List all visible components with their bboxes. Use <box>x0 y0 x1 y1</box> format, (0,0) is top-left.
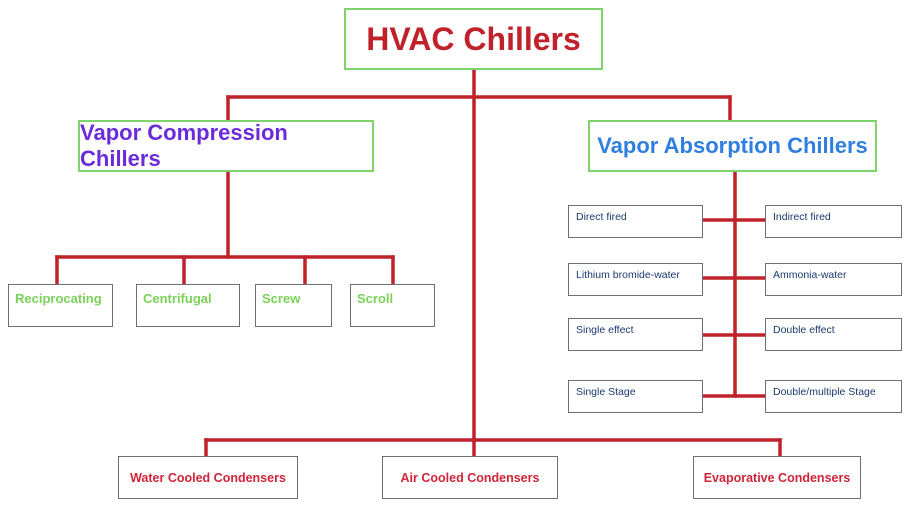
compression-type-screw: Screw <box>255 284 332 327</box>
absorption-option-indirect-fired: Indirect fired <box>765 205 902 238</box>
absorption-option-label: Ammonia-water <box>773 269 847 281</box>
absorption-option-label: Double/multiple Stage <box>773 386 876 398</box>
absorption-option-single-stage: Single Stage <box>568 380 703 413</box>
absorption-option-label: Lithium bromide-water <box>576 269 680 281</box>
compression-type-reciprocating: Reciprocating <box>8 284 113 327</box>
absorption-option-label: Indirect fired <box>773 211 831 223</box>
condenser-water-cooled: Water Cooled Condensers <box>118 456 298 499</box>
absorption-option-ammonia-water: Ammonia-water <box>765 263 902 296</box>
absorption-option-direct-fired: Direct fired <box>568 205 703 238</box>
compression-type-label: Centrifugal <box>143 291 212 306</box>
vapor-absorption-label: Vapor Absorption Chillers <box>597 133 868 158</box>
compression-type-label: Scroll <box>357 291 394 306</box>
absorption-option-double-effect: Double effect <box>765 318 902 351</box>
compression-type-scroll: Scroll <box>350 284 435 327</box>
vapor-absorption-node: Vapor Absorption Chillers <box>588 120 877 172</box>
vapor-compression-node: Vapor Compression Chillers <box>78 120 374 172</box>
root-label: HVAC Chillers <box>366 20 581 57</box>
root-node-hvac-chillers: HVAC Chillers <box>344 8 603 70</box>
compression-type-centrifugal: Centrifugal <box>136 284 240 327</box>
condenser-label: Water Cooled Condensers <box>130 470 286 485</box>
condenser-label: Evaporative Condensers <box>703 470 851 485</box>
condenser-evaporative: Evaporative Condensers <box>693 456 861 499</box>
absorption-option-double-multiple-stage: Double/multiple Stage <box>765 380 902 413</box>
compression-type-label: Reciprocating <box>15 291 102 306</box>
absorption-option-lithium-bromide-water: Lithium bromide-water <box>568 263 703 296</box>
absorption-option-label: Direct fired <box>576 211 627 223</box>
absorption-option-label: Single effect <box>576 324 634 336</box>
absorption-option-single-effect: Single effect <box>568 318 703 351</box>
condenser-label: Air Cooled Condensers <box>400 470 540 485</box>
vapor-compression-label: Vapor Compression Chillers <box>80 120 288 171</box>
condenser-air-cooled: Air Cooled Condensers <box>382 456 558 499</box>
compression-type-label: Screw <box>262 291 301 306</box>
absorption-option-label: Single Stage <box>576 386 636 398</box>
absorption-option-label: Double effect <box>773 324 835 336</box>
